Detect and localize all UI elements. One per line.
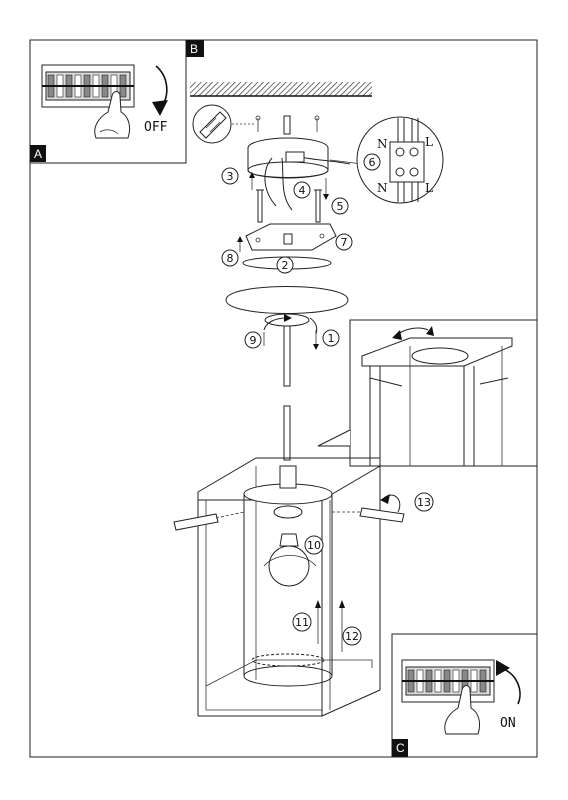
hand-icon (94, 91, 131, 139)
terminal-l-top: L (425, 135, 433, 149)
panel-b-tag-label: B (190, 42, 198, 56)
suspension-rod (283, 325, 291, 461)
rotate-arrow-icon (263, 314, 319, 350)
svg-text:9: 9 (250, 334, 257, 347)
step-2: 2 (276, 256, 294, 274)
svg-text:6: 6 (369, 156, 376, 169)
ceiling (190, 82, 372, 97)
step-markers: 1 2 3 4 5 6 7 8 9 10 11 12 13 (221, 153, 434, 646)
circuit-breaker-icon (41, 64, 135, 108)
svg-text:5: 5 (337, 200, 344, 213)
panel-b-tag (186, 40, 204, 57)
svg-text:4: 4 (299, 184, 306, 197)
step-13: 13 (414, 492, 434, 512)
circuit-breaker-icon (401, 659, 495, 703)
panel-on: C ON (391, 633, 538, 758)
mounting-plate (237, 223, 337, 252)
cage-detail-inset (317, 319, 538, 467)
wall-plug-icon (192, 104, 256, 144)
side-rods (173, 494, 405, 531)
svg-text:1: 1 (328, 332, 335, 345)
terminal-l-bottom: L (425, 181, 433, 195)
hand-icon (444, 685, 481, 735)
step-7: 7 (335, 233, 353, 251)
off-label: OFF (144, 120, 168, 135)
rotate-arrow-icon (496, 660, 521, 705)
panel-a-tag-label: A (34, 147, 42, 161)
ceiling-screws (255, 115, 320, 135)
lamp-cage (197, 457, 381, 717)
ceiling-canopy (247, 137, 351, 211)
step-9: 9 (244, 331, 262, 349)
svg-text:12: 12 (345, 630, 359, 643)
panel-off: A B OFF (29, 39, 204, 164)
panel-c-tag-label: C (396, 741, 405, 755)
step-11: 11 (292, 612, 312, 632)
step-3: 3 (221, 167, 239, 185)
panel-a-tag (30, 145, 46, 162)
svg-text:7: 7 (341, 236, 348, 249)
terminal-n-top: N (377, 137, 388, 151)
panel-c-tag (392, 739, 408, 757)
step-8: 8 (221, 249, 239, 267)
step-10: 10 (304, 535, 324, 555)
step-5: 5 (331, 197, 349, 215)
svg-text:13: 13 (417, 496, 431, 509)
rotate-arrow-icon (152, 65, 168, 116)
step-1: 1 (322, 329, 340, 347)
assembly-arrows (315, 600, 345, 652)
glass-cylinder (243, 483, 333, 687)
step-12: 12 (342, 626, 362, 646)
terminal-n-bottom: N (377, 181, 388, 195)
svg-text:3: 3 (227, 170, 234, 183)
svg-text:11: 11 (295, 616, 309, 629)
step-6: 6 (363, 153, 381, 171)
svg-text:8: 8 (227, 252, 234, 265)
svg-text:2: 2 (282, 259, 289, 272)
on-label: ON (500, 716, 516, 731)
mounting-screws (249, 172, 329, 223)
step-4: 4 (293, 181, 311, 199)
lamp-socket (273, 465, 303, 519)
light-bulb (263, 533, 317, 587)
svg-text:10: 10 (307, 539, 321, 552)
terminal-block-detail: N L N L (329, 116, 444, 204)
